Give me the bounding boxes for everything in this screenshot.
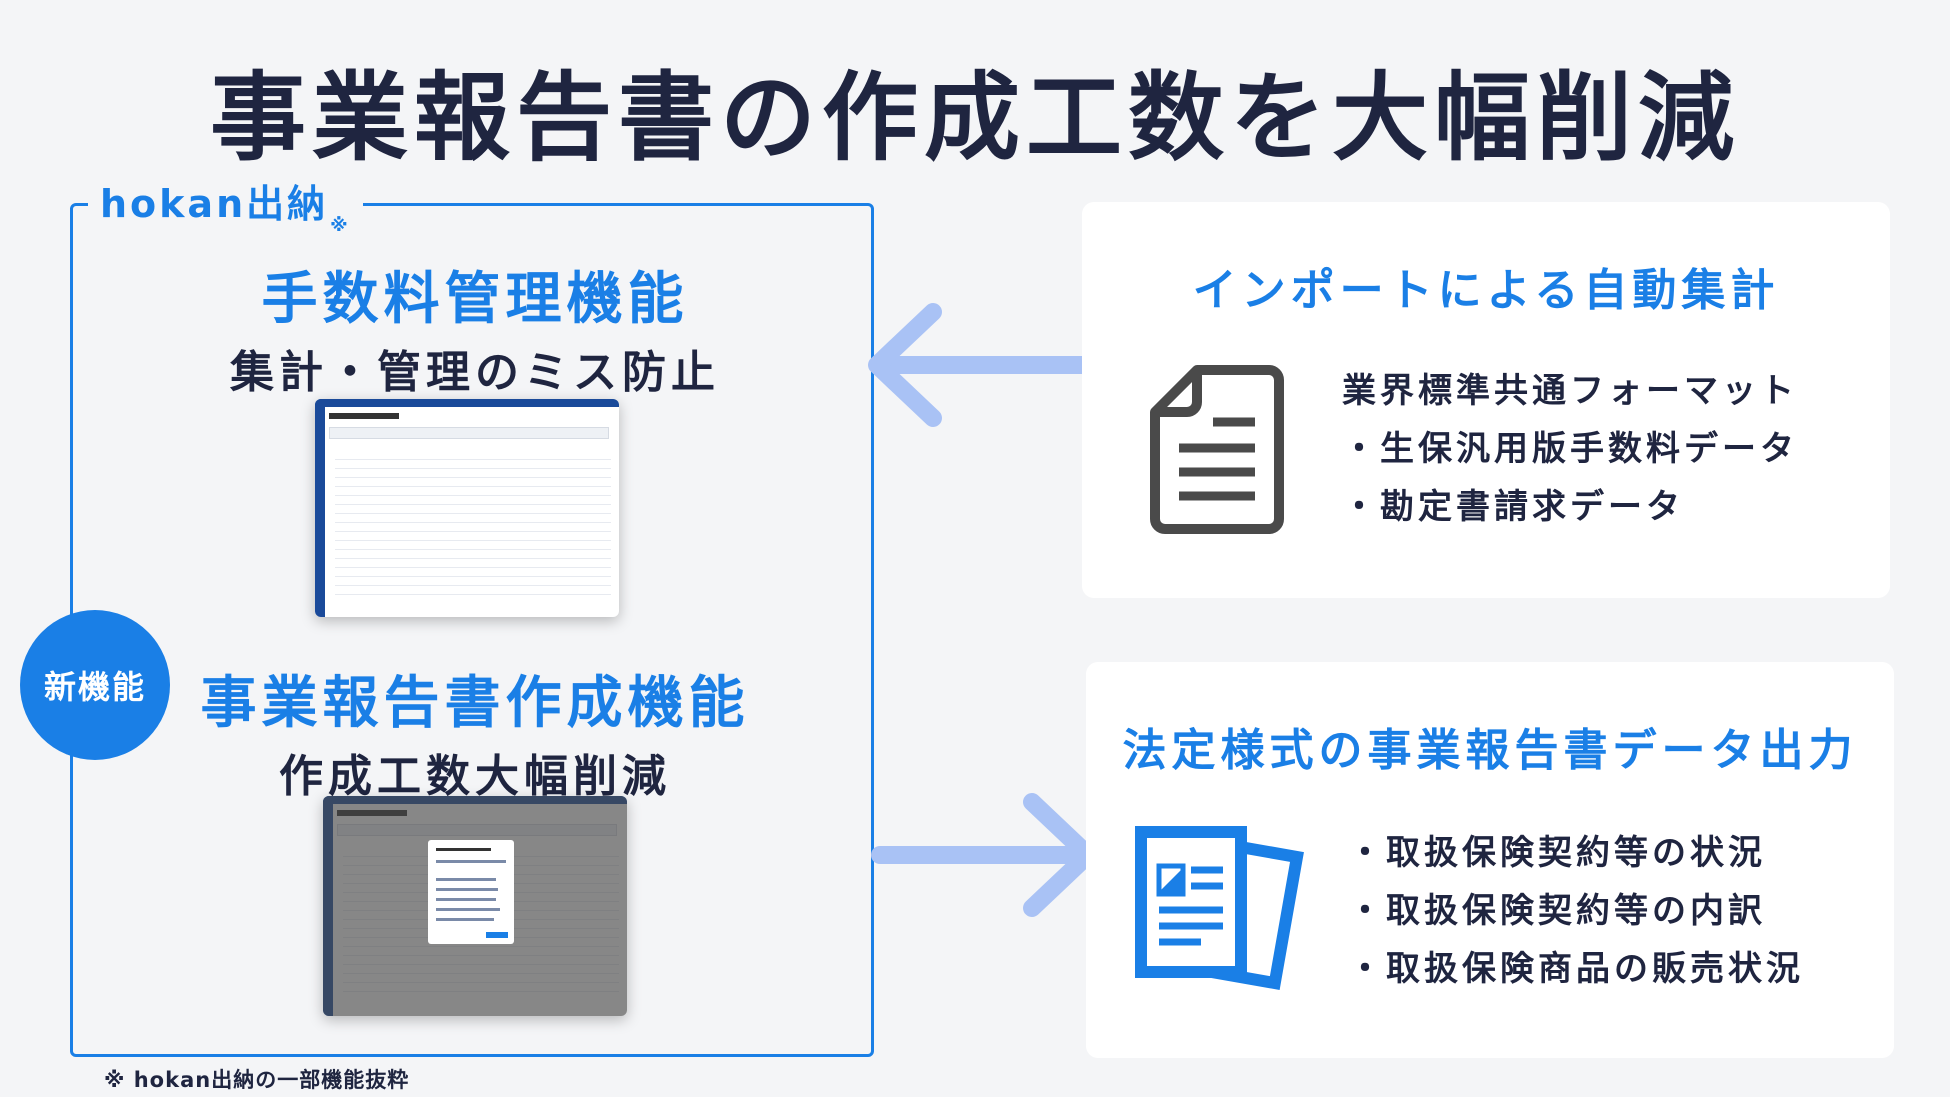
report-creation-subtitle: 作成工数大幅削減: [279, 751, 671, 802]
list-item: ・取扱保険契約等の内訳: [1348, 891, 1766, 931]
report-output-card: 法定様式の事業報告書データ出力 ・取扱保険契約等の状況 ・取扱保険契約等の内訳 …: [1086, 662, 1894, 1058]
output-data-list: ・取扱保険契約等の状況 ・取扱保険契約等の内訳 ・取扱保険商品の販売状況: [1348, 824, 1804, 998]
report-documents-icon: [1135, 826, 1304, 991]
arrow-right-icon: [871, 793, 1097, 917]
report-creation-screenshot: [323, 796, 627, 1016]
document-icon: [1150, 365, 1284, 534]
report-output-dialog: [428, 840, 514, 944]
list-item: ・勘定書請求データ: [1342, 487, 1684, 527]
list-item: ・取扱保険商品の販売状況: [1348, 949, 1804, 989]
fee-management-title: 手数料管理機能: [261, 267, 689, 332]
brand-label: hokan出納※: [88, 182, 363, 248]
footnote: ※ hokan出納の一部機能抜粋: [104, 1068, 410, 1092]
fee-management-subtitle: 集計・管理のミス防止: [230, 347, 720, 398]
fee-management-screenshot: [315, 399, 619, 617]
arrow-left-icon: [868, 303, 1094, 427]
hokan-feature-panel: 手数料管理機能 集計・管理のミス防止 事業報告書作成機能 作成工数大幅削減: [70, 203, 874, 1057]
import-aggregation-card: インポートによる自動集計 業界標準共通フォーマット ・生保汎用版手数料データ ・…: [1082, 202, 1890, 598]
import-card-title: インポートによる自動集計: [1192, 265, 1780, 316]
output-card-title: 法定様式の事業報告書データ出力: [1122, 725, 1858, 776]
list-item: 業界標準共通フォーマット: [1342, 371, 1798, 411]
list-item: ・生保汎用版手数料データ: [1342, 429, 1798, 469]
report-creation-title: 事業報告書作成機能: [200, 671, 750, 736]
import-data-list: 業界標準共通フォーマット ・生保汎用版手数料データ ・勘定書請求データ: [1342, 362, 1798, 536]
new-feature-badge: 新機能: [20, 610, 170, 760]
list-item: ・取扱保険契約等の状況: [1348, 833, 1766, 873]
page-title: 事業報告書の作成工数を大幅削減: [210, 62, 1740, 174]
